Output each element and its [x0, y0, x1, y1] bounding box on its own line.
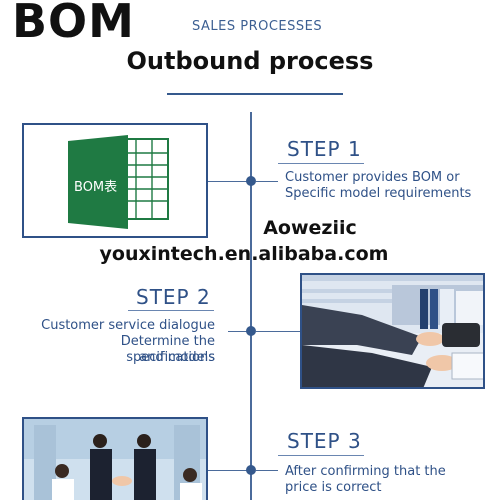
step1-line1: Customer provides BOM or [285, 170, 460, 185]
step2-line1: Customer service dialogue [41, 318, 215, 333]
step3-rule [278, 455, 364, 456]
title-underline [167, 93, 343, 95]
step1-line2: Specific model requirements [285, 186, 472, 201]
step3-image-frame [22, 417, 208, 500]
step1-connector [208, 181, 250, 182]
step2-heading: STEP 2 [136, 285, 211, 309]
excel-icon-label: BOM表 [74, 180, 118, 195]
step2-line2: Determine the specifications [120, 334, 215, 365]
step3-right-connector [256, 470, 278, 471]
step2-rule [128, 310, 214, 311]
excel-spreadsheet-icon [68, 135, 169, 229]
step2-line3: and models [139, 350, 215, 365]
step3-dot [246, 465, 256, 475]
step2-connector [256, 331, 300, 332]
watermark-line2: youxintech.en.alibaba.com [99, 243, 389, 265]
step1-heading: STEP 1 [287, 137, 362, 161]
step2-dot [246, 326, 256, 336]
section-kicker: SALES PROCESSES [192, 19, 323, 34]
step1-dot [246, 176, 256, 186]
bom-title: BOM [12, 0, 135, 48]
step3-line2: price is correct [285, 480, 382, 495]
step3-line1: After confirming that the [285, 464, 446, 479]
step1-right-connector [256, 181, 278, 182]
step2-left-connector [228, 331, 250, 332]
office-phone-keyboard-photo [302, 275, 483, 387]
timeline-line [250, 112, 252, 500]
business-team-photo [24, 419, 206, 500]
watermark-line1: Aoweziic [263, 217, 357, 239]
step3-heading: STEP 3 [287, 429, 362, 453]
step1-image-frame: BOM表 [22, 123, 208, 238]
step2-image-frame [300, 273, 485, 389]
page-title: Outbound process [126, 47, 374, 75]
step1-rule [278, 163, 364, 164]
step3-connector [208, 470, 250, 471]
